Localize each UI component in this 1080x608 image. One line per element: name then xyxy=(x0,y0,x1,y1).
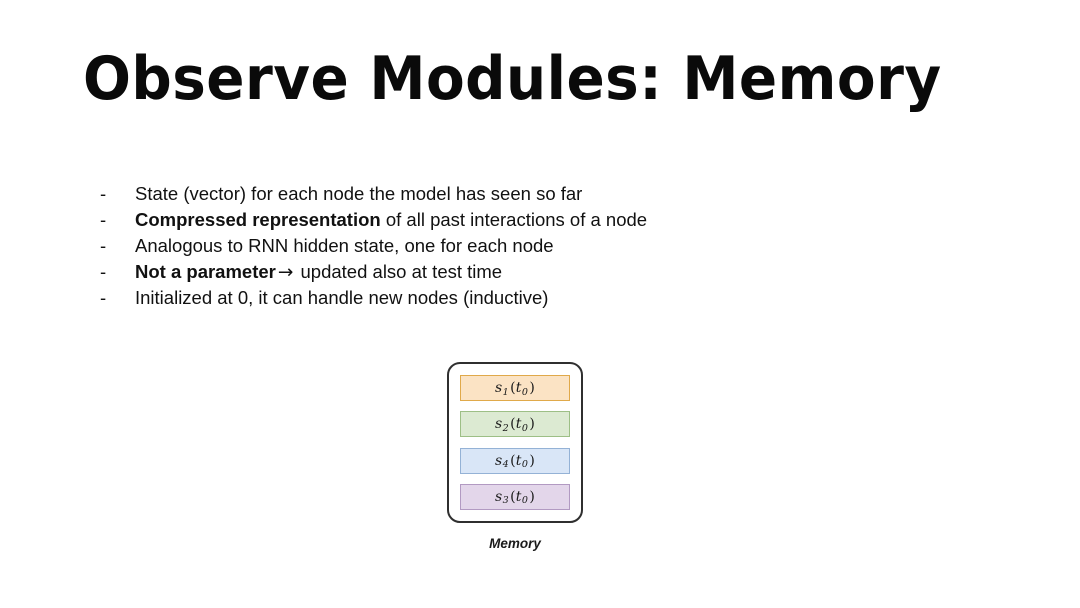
memory-cell-s3: s3(t0) xyxy=(460,483,570,510)
list-item: - Initialized at 0, it can handle new no… xyxy=(100,285,920,311)
memory-cell-s4: s4(t0) xyxy=(460,447,570,474)
bullet-dash-icon: - xyxy=(100,261,107,282)
memory-diagram: s1(t0) s2(t0) s4(t0) s3(t0) Memory xyxy=(447,362,583,551)
memory-cell-label-s2: s2(t0) xyxy=(494,416,536,434)
page-title: Observe Modules: Memory xyxy=(83,44,942,114)
bullet-text-not-a-parameter: Not a parameter→ updated also at test ti… xyxy=(135,259,920,286)
memory-cell-label-s1: s1(t0) xyxy=(494,380,536,398)
bullet-text-state-vector: State (vector) for each node the model h… xyxy=(135,183,583,204)
list-item: - Not a parameter→ updated also at test … xyxy=(100,259,920,285)
bullet-dash-icon: - xyxy=(100,209,107,230)
bullet-dash-icon: - xyxy=(100,183,107,204)
bullet-emphasis: Compressed representation xyxy=(135,209,381,230)
list-item: - Analogous to RNN hidden state, one for… xyxy=(100,233,920,259)
memory-cell-s1: s1(t0) xyxy=(460,375,570,401)
bullet-emphasis: Not a parameter xyxy=(135,261,276,282)
bullet-rest: of all past interactions of a node xyxy=(380,209,648,230)
memory-cell-label-s3: s3(t0) xyxy=(494,488,536,507)
memory-cell-label-s4: s4(t0) xyxy=(494,452,536,471)
bullet-text-compressed-representation: Compressed representation of all past in… xyxy=(135,207,920,233)
bullet-text-analogous-rnn: Analogous to RNN hidden state, one for e… xyxy=(135,235,554,256)
bullet-dash-icon: - xyxy=(100,287,107,308)
memory-cell-s2: s2(t0) xyxy=(460,411,570,438)
list-item: - Compressed representation of all past … xyxy=(100,207,920,233)
list-item: - State (vector) for each node the model… xyxy=(100,181,920,207)
bullet-list: - State (vector) for each node the model… xyxy=(100,181,920,311)
memory-container: s1(t0) s2(t0) s4(t0) s3(t0) xyxy=(447,362,583,523)
memory-caption: Memory xyxy=(489,536,541,551)
right-arrow-icon: → xyxy=(277,262,294,283)
bullet-dash-icon: - xyxy=(100,235,107,256)
bullet-text-initialized-at-zero: Initialized at 0, it can handle new node… xyxy=(135,287,549,308)
bullet-rest: updated also at test time xyxy=(295,261,503,282)
